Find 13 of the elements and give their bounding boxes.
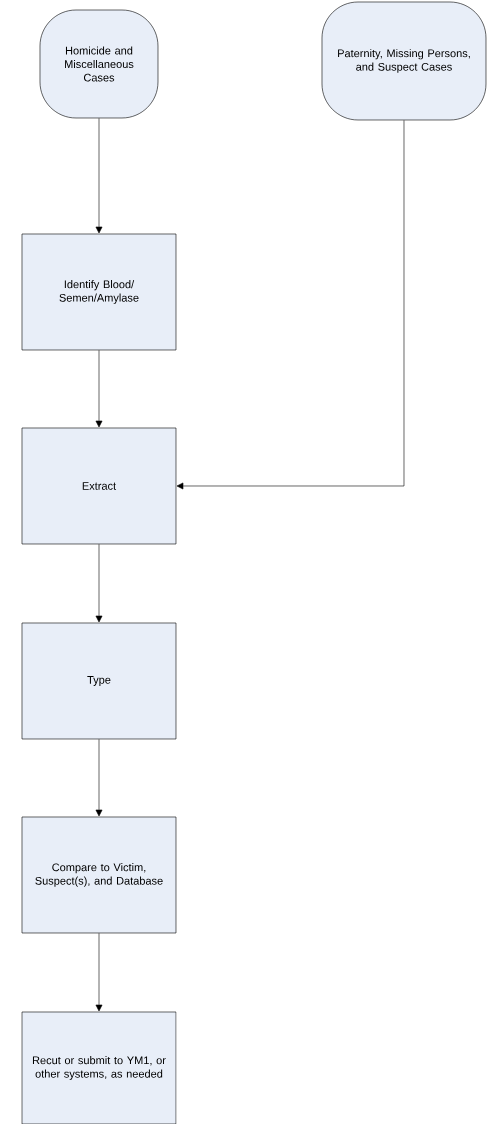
start-terminal: Homicide and Miscellaneous Cases: [39, 9, 159, 119]
arrow: [95, 118, 103, 234]
process-box: Compare to Victim, Suspect(s), and Database: [21, 816, 177, 934]
process-box: Type: [21, 622, 177, 740]
arrow: [95, 739, 103, 817]
process-box: Recut or submit to YM1, or other systems, as needed: [21, 1011, 177, 1124]
arrow: [95, 544, 103, 623]
arrow: [95, 350, 103, 428]
arrow: [176, 120, 405, 490]
start-terminal: Paternity, Missing Persons, and Suspect Cases: [321, 1, 487, 121]
arrow: [95, 933, 103, 1012]
process-box: Identify Blood/ Semen/Amylase: [21, 233, 177, 351]
process-box: Extract: [21, 427, 177, 545]
